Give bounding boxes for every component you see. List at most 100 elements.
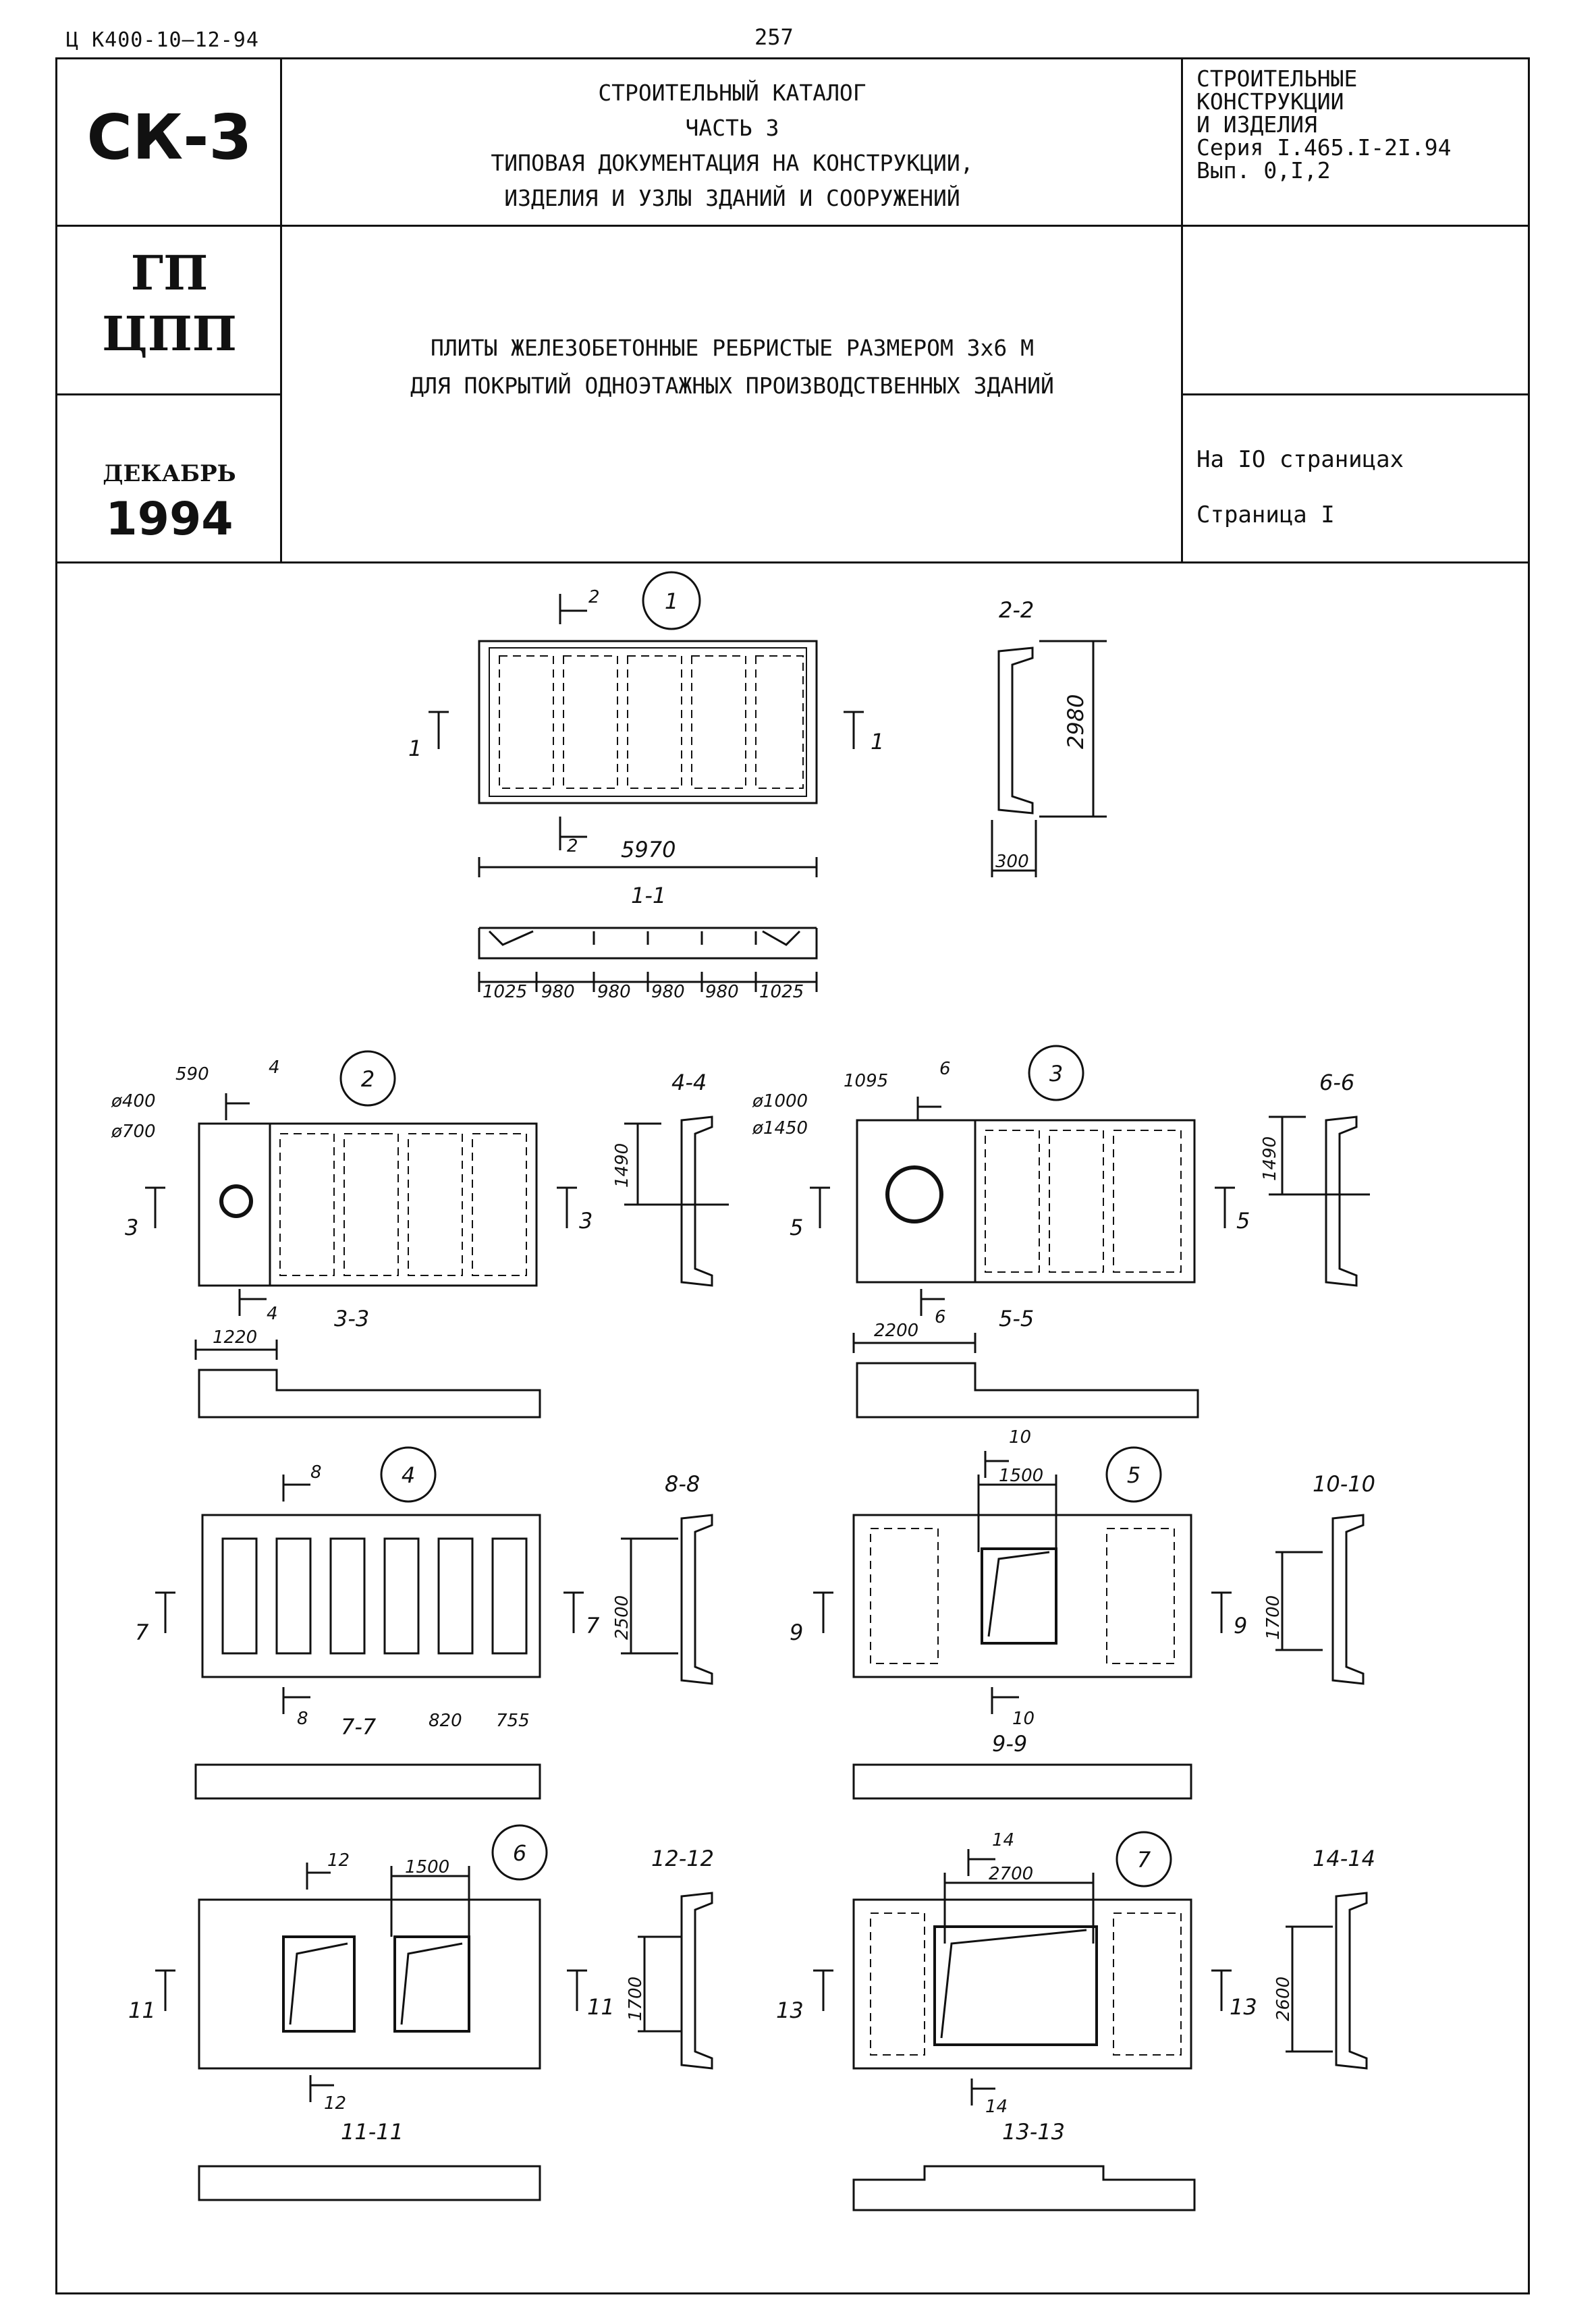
plate-4-plan — [201, 1514, 541, 1678]
plate-3-section-a-label: 6-6 — [1319, 1070, 1354, 1095]
plate-1-cut-top: 2 — [588, 587, 600, 607]
plate-3-cut-bottom: 6 — [935, 1307, 946, 1327]
plate-1-spacing: 980 — [597, 982, 631, 1002]
plate-1-cut-left: 1 — [408, 736, 422, 761]
plate-1-length: 5970 — [621, 837, 676, 862]
org-line: ЦПП — [102, 306, 237, 362]
title-block-divider — [55, 225, 1530, 227]
drawing-frame — [55, 57, 1530, 2294]
plate-6-height: 1700 — [626, 1977, 646, 2021]
plate-6-section-a — [680, 1892, 713, 2070]
plate-6-section-b — [198, 2165, 541, 2201]
plate-6-cut-right: 11 — [587, 1994, 615, 2020]
plate-5-section-a-label: 10-10 — [1313, 1471, 1375, 1497]
page-current: Страница I — [1196, 501, 1335, 528]
series-line: СТРОИТЕЛЬНЫЕ — [1196, 65, 1358, 92]
plate-1-cut-bottom: 2 — [567, 836, 578, 856]
series-info: СТРОИТЕЛЬНЫЕ КОНСТРУКЦИИ И ИЗДЕЛИЯ Серия… — [1196, 67, 1452, 182]
plate-3-number: 3 — [1049, 1061, 1063, 1086]
plate-2-cut-left: 3 — [125, 1215, 138, 1240]
plate-1-cut-right: 1 — [871, 729, 884, 754]
plate-7-section-a — [1335, 1892, 1368, 2070]
plate-2-cut-right: 3 — [579, 1208, 593, 1234]
plate-1-section-a — [997, 646, 1034, 815]
plate-1-section-b — [478, 927, 818, 960]
plate-3-section-b — [856, 1362, 1199, 1419]
plate-1-spacing: 980 — [651, 982, 685, 1002]
plate-4-cut-right: 7 — [586, 1613, 600, 1639]
plate-1-spacing: 1025 — [483, 982, 527, 1002]
plate-6-section-a-label: 12-12 — [651, 1846, 714, 1871]
plate-1-rib: 300 — [995, 852, 1029, 872]
plate-6-cut-bottom: 12 — [324, 2093, 346, 2114]
plate-5-height: 1700 — [1263, 1595, 1284, 1640]
plate-4-cut-bottom: 8 — [297, 1709, 308, 1729]
plate-4-cut-left: 7 — [135, 1620, 149, 1645]
plate-2-offset: 590 — [175, 1064, 209, 1084]
series-line: КОНСТРУКЦИИ — [1196, 88, 1344, 115]
plate-6-width: 1500 — [405, 1857, 449, 1877]
plate-4-dim-1: 820 — [429, 1711, 462, 1731]
plate-1-spacing: 980 — [541, 982, 575, 1002]
plate-7-section-b-label: 13-13 — [1002, 2119, 1065, 2145]
plate-7-cut-right: 13 — [1230, 1994, 1257, 2020]
plate-5-drawing: 5 10 1500 9 9 10 9-9 10-10 1700 — [790, 1427, 1375, 1800]
plate-1-plan — [478, 640, 818, 804]
document-title: ПЛИТЫ ЖЕЛЕЗОБЕТОННЫЕ РЕБРИСТЫЕ РАЗМЕРОМ … — [283, 329, 1181, 405]
series-line: Серия I.465.I-2I.94 — [1196, 134, 1452, 161]
plate-5-cut-left: 9 — [790, 1620, 803, 1645]
plate-7-section-a-label: 14-14 — [1313, 1846, 1375, 1871]
plate-2-section-a-label: 4-4 — [671, 1070, 707, 1095]
title-line: ДЛЯ ПОКРЫТИЙ ОДНОЭТАЖНЫХ ПРОИЗВОДСТВЕННЫ… — [410, 373, 1054, 399]
title-block-divider — [280, 57, 282, 563]
plate-7-cut-bottom: 14 — [985, 2097, 1008, 2117]
plate-7-number: 7 — [1137, 1847, 1151, 1873]
plate-2-cut-bottom: 4 — [267, 1304, 278, 1324]
plate-7-plan — [852, 1898, 1192, 2070]
plate-4-section-b — [194, 1763, 541, 1800]
plate-1-number: 1 — [665, 588, 678, 614]
plate-1-spacing: 980 — [705, 982, 739, 1002]
plate-1-section-b-label: 1-1 — [631, 883, 666, 908]
plate-5-number: 5 — [1127, 1462, 1140, 1488]
series-line: Вып. 0,I,2 — [1196, 157, 1331, 184]
plate-6-section-b-label: 11-11 — [341, 2119, 404, 2145]
plate-3-plan — [856, 1119, 1196, 1284]
plate-2-height: 1490 — [612, 1143, 632, 1188]
series-line: И ИЗДЕЛИЯ — [1196, 111, 1317, 138]
issue-year: 1994 — [105, 493, 233, 546]
plate-5-cut-bottom: 10 — [1012, 1709, 1035, 1729]
title-block-divider — [1181, 393, 1530, 395]
plate-3-offset: 1095 — [844, 1071, 888, 1091]
plate-5-section-b — [852, 1763, 1192, 1800]
plate-7-cut-left: 13 — [776, 1998, 804, 2023]
plate-7-section-b — [852, 2165, 1196, 2211]
plate-4-drawing: 4 8 7 7 8 7-7 820 755 8-8 2500 — [135, 1446, 713, 1800]
plate-5-cut-right: 9 — [1234, 1613, 1247, 1639]
plate-2-drawing: 2 590 4 ø400 ø700 3 3 4 3-3 1220 4-4 149… — [111, 1050, 729, 1419]
plate-2-d-in: ø400 — [111, 1091, 156, 1111]
plate-3-section-a — [1325, 1116, 1358, 1287]
catalog-line: СТРОИТЕЛЬНЫЙ КАТАЛОГ — [598, 80, 866, 106]
plate-3-cut-right: 5 — [1236, 1208, 1250, 1234]
organization: ГП ЦПП — [58, 243, 281, 364]
plate-3-height: 1490 — [1260, 1136, 1280, 1181]
plate-1-drawing: 1 2 1 1 2 5970 2-2 2980 300 1-1 1 — [408, 571, 1107, 1002]
plate-5-section-a — [1331, 1514, 1365, 1685]
plate-4-section-b-label: 7-7 — [341, 1714, 377, 1740]
pages-total: На IO страницах — [1196, 446, 1404, 473]
plate-1-section-a-label: 2-2 — [999, 597, 1034, 623]
catalog-line: ИЗДЕЛИЯ И УЗЛЫ ЗДАНИЙ И СООРУЖЕНИЙ — [504, 185, 960, 211]
plate-2-section-b — [198, 1369, 541, 1419]
title-block-divider — [55, 393, 280, 395]
plate-5-cut-top: 10 — [1009, 1427, 1031, 1448]
plate-6-number: 6 — [513, 1840, 526, 1866]
plate-3-d-in: ø1000 — [752, 1091, 808, 1111]
plate-6-plan — [198, 1898, 541, 2070]
plate-3-cut-left: 5 — [790, 1215, 803, 1240]
plate-2-number: 2 — [361, 1066, 375, 1092]
plate-6-drawing: 6 12 1500 11 11 12 11-11 12-12 1700 — [128, 1824, 714, 2201]
plate-3-width: 2200 — [874, 1321, 918, 1341]
plate-2-plan — [198, 1122, 538, 1287]
